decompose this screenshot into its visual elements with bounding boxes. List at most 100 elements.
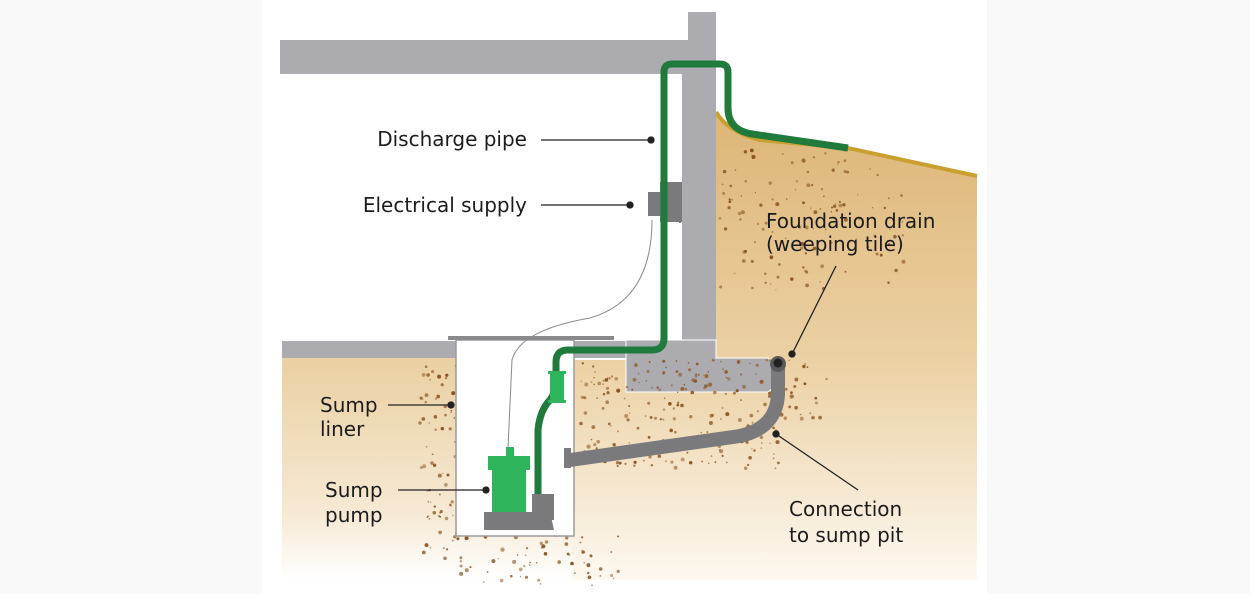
soil-dot (610, 425, 612, 427)
soil-dot (587, 575, 592, 580)
soil-dot (713, 390, 717, 395)
soil-dot (727, 206, 731, 210)
soil-dot (710, 455, 713, 457)
soil-dot (647, 401, 651, 405)
soil-dot (623, 397, 626, 400)
soil-dot (596, 397, 598, 399)
soil-dot (734, 169, 737, 171)
soil-dot (694, 375, 698, 378)
soil-dot (663, 397, 666, 400)
soil-dot (768, 394, 772, 398)
soil-dot (771, 231, 774, 233)
soil-dot (764, 281, 767, 284)
soil-dot (675, 370, 679, 373)
soil-dot (775, 440, 780, 445)
soil-dot (616, 430, 619, 433)
soil-dot (584, 382, 589, 387)
soil-dot (893, 234, 897, 239)
soil-dot (723, 227, 728, 231)
soil-dot (606, 391, 610, 395)
soil-dot (751, 286, 754, 290)
soil-dot (610, 375, 614, 378)
soil-dot (751, 448, 753, 450)
soil-dot (662, 408, 666, 411)
soil-dot (593, 377, 595, 379)
electrical-box[interactable] (648, 192, 662, 216)
leader-lines (388, 136, 859, 494)
soil-dot (518, 567, 523, 572)
soil-dot (580, 380, 583, 382)
exterior-soil (560, 112, 977, 580)
soil-dot (680, 403, 684, 408)
soil-dot (763, 402, 767, 407)
soil-dot (900, 194, 903, 197)
soil-dot (616, 569, 620, 574)
soil-dot (683, 383, 686, 386)
soil-dot (421, 373, 426, 377)
label-sump-pump-2: pump (325, 503, 383, 527)
soil-dot (535, 562, 538, 564)
soil-dot (824, 228, 827, 231)
foundation-drain-pipe[interactable] (569, 368, 785, 467)
soil-dot (662, 372, 665, 375)
soil-dot (751, 154, 753, 156)
label-foundation-drain-2: (weeping tile) (766, 232, 904, 256)
drain-pipe-hole (773, 358, 783, 368)
soil-dot (887, 197, 890, 200)
soil-dot (806, 366, 809, 368)
soil-dot (464, 568, 469, 573)
soil-dot (738, 418, 742, 422)
soil-dot (665, 366, 667, 369)
check-valve[interactable] (550, 372, 564, 402)
sump-pump[interactable] (484, 447, 554, 530)
soil-dot (795, 180, 799, 183)
soil-dot (688, 368, 692, 372)
soil-dot (755, 363, 759, 367)
soil-dot (804, 225, 809, 230)
soil-dot (565, 536, 569, 540)
soil-dot (453, 417, 456, 419)
soil-dot (437, 473, 442, 478)
soil-dot (686, 451, 689, 454)
soil-dot (438, 530, 442, 535)
soil-dot (612, 577, 615, 580)
soil-dot (625, 385, 629, 389)
soil-dot (812, 246, 817, 251)
soil-dot (804, 252, 807, 255)
soil-dot (843, 217, 848, 222)
soil-dot (742, 384, 746, 389)
soil-dot (793, 385, 797, 388)
soil-dot (803, 382, 807, 386)
soil-dot (499, 578, 504, 583)
soil-dot (678, 372, 682, 377)
soil-dot (728, 200, 732, 203)
soil-dot (432, 453, 434, 456)
soil-dot (838, 203, 843, 208)
soil-dot (628, 405, 631, 407)
soil-dot (659, 418, 662, 421)
soil-dot (794, 377, 799, 382)
soil-dot (775, 202, 780, 207)
soil-dot (782, 153, 784, 155)
label-connection-2: to sump pit (789, 523, 903, 547)
soil-dot (616, 388, 621, 393)
soil-dot (512, 559, 517, 564)
soil-dot (524, 554, 527, 557)
soil-dot (812, 227, 814, 230)
soil-dot (823, 195, 825, 198)
soil-dot (831, 206, 833, 209)
soil-dot (803, 220, 805, 222)
soil-dot (768, 359, 772, 362)
soil-dot (672, 407, 675, 410)
soil-dot (444, 376, 448, 380)
soil-dot (500, 547, 505, 552)
soil-dot (843, 170, 847, 174)
soil-dot (616, 465, 619, 467)
soil-dot (844, 270, 847, 273)
soil-dot (759, 203, 763, 207)
soil-dot (436, 394, 441, 399)
soil-dot (430, 461, 434, 465)
soil-dot (764, 272, 767, 276)
soil-dot (648, 455, 652, 459)
soil-dot (424, 543, 429, 548)
